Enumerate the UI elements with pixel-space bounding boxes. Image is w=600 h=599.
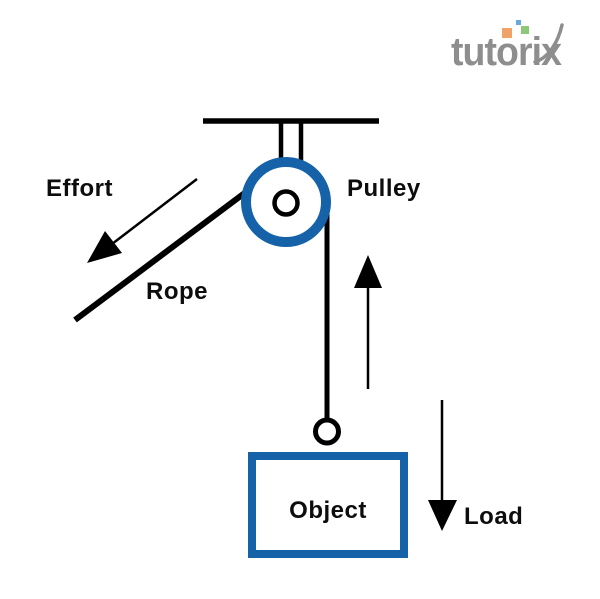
object-box — [248, 452, 408, 558]
logo-square-blue-icon — [516, 20, 521, 25]
effort-label: Effort — [46, 175, 113, 202]
load-label: Load — [464, 503, 524, 530]
effort-arrow-line — [111, 178, 198, 245]
rope-diagonal-line — [73, 180, 260, 323]
rope-label: Rope — [146, 278, 208, 305]
object-label: Object — [289, 497, 367, 524]
logo-text: tutorix — [451, 30, 562, 74]
logo-swoosh-icon — [533, 23, 564, 64]
pulley-label: Pulley — [347, 175, 421, 202]
load-arrowhead — [428, 500, 457, 531]
brand-logo: tutorix — [445, 16, 575, 78]
logo-square-green-icon — [521, 26, 529, 34]
brand-logo-art: tutorix — [451, 20, 564, 74]
tension-up-arrowhead — [354, 255, 382, 288]
effort-arrowhead — [87, 231, 122, 263]
logo-square-orange-icon — [502, 28, 512, 38]
pulley-axle — [272, 189, 300, 217]
hook-ring — [313, 417, 341, 446]
